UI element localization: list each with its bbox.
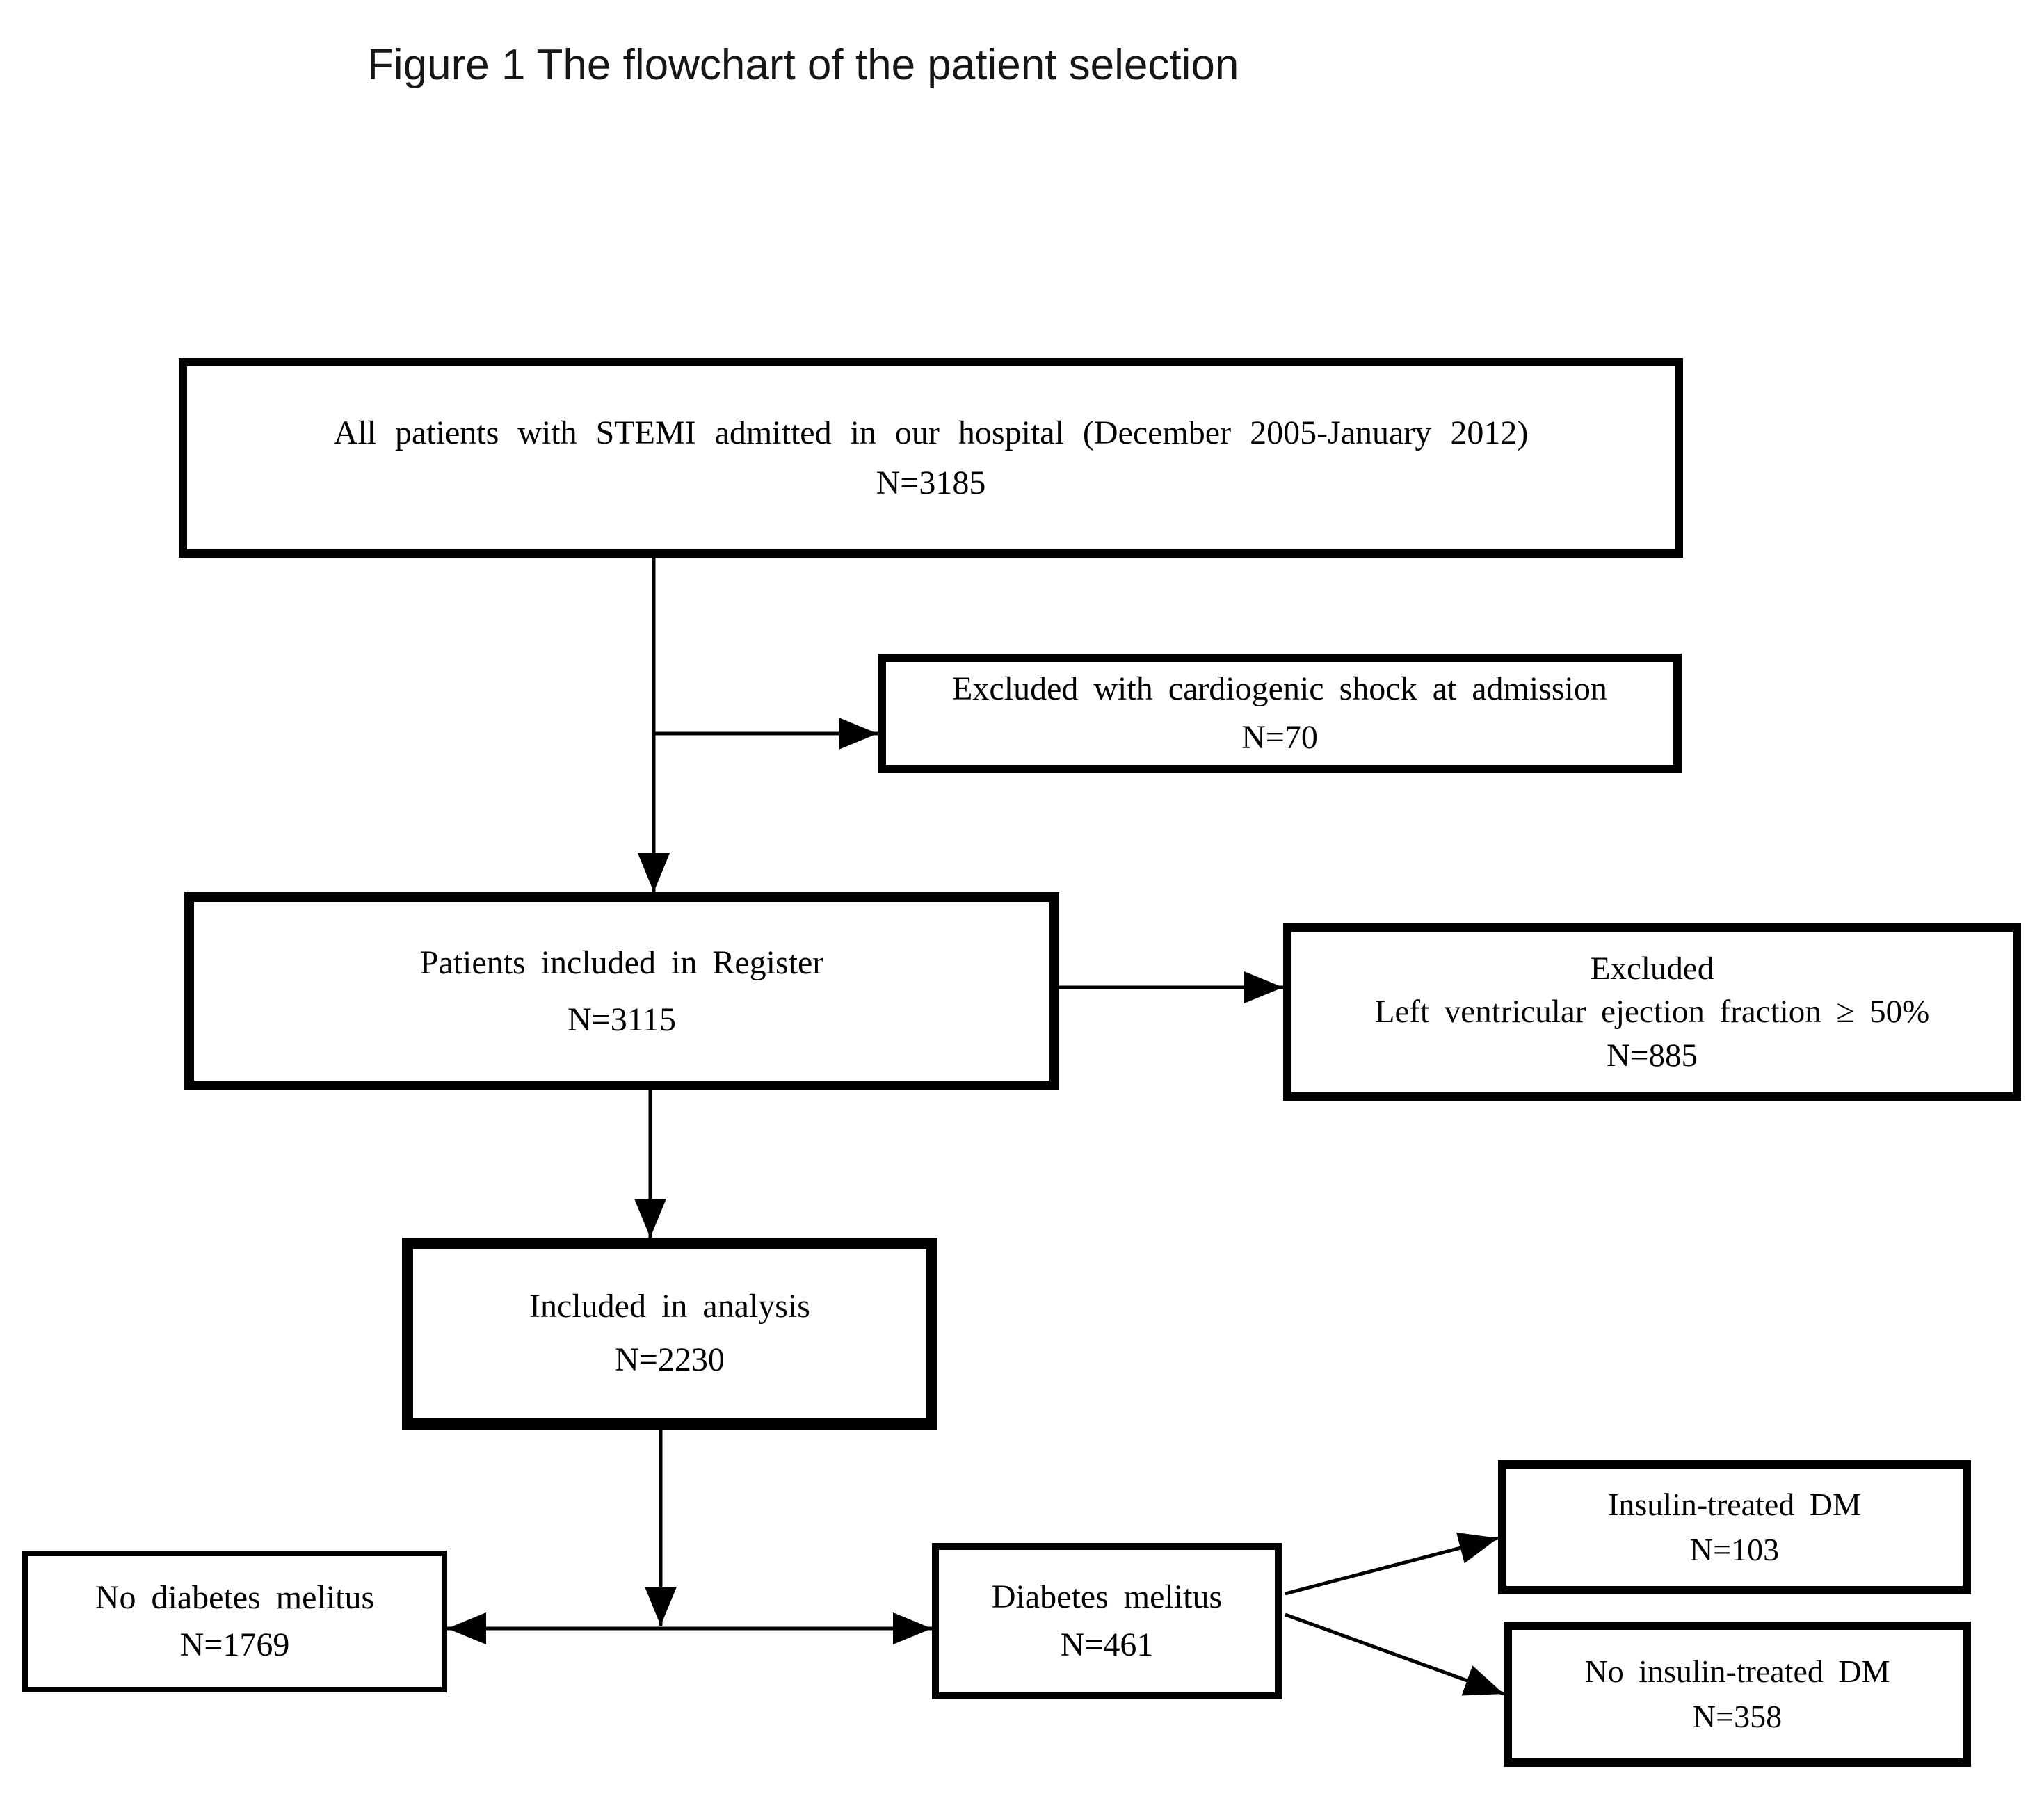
insulin-dm-label: Insulin-treated DM bbox=[1608, 1487, 1861, 1523]
dm-label: Diabetes melitus bbox=[991, 1578, 1223, 1616]
arrow-dm-to-insulin-dm bbox=[1285, 1532, 1499, 1596]
register-label: Patients included in Register bbox=[419, 944, 824, 981]
analysis-count: N=2230 bbox=[615, 1341, 725, 1378]
insulin-dm-count: N=103 bbox=[1689, 1531, 1780, 1567]
box-excluded-lvef: Excluded Left ventricular ejection fract… bbox=[1283, 923, 2021, 1101]
box-register: Patients included in Register N=3115 bbox=[184, 892, 1059, 1090]
no-dm-count: N=1769 bbox=[179, 1626, 290, 1663]
all-patients-label: All patients with STEMI admitted in our … bbox=[333, 414, 1529, 451]
box-insulin-dm: Insulin-treated DM N=103 bbox=[1498, 1460, 1971, 1594]
analysis-label: Included in analysis bbox=[529, 1288, 810, 1325]
arrow-dm-to-no-insulin-dm bbox=[1285, 1612, 1504, 1696]
dm-count: N=461 bbox=[1060, 1626, 1154, 1663]
excluded-lvef-label: Excluded bbox=[1590, 951, 1714, 987]
box-no-insulin-dm: No insulin-treated DM N=358 bbox=[1504, 1622, 1971, 1767]
box-no-dm: No diabetes melitus N=1769 bbox=[22, 1551, 447, 1692]
box-excluded-shock: Excluded with cardiogenic shock at admis… bbox=[878, 654, 1682, 773]
excluded-shock-label: Excluded with cardiogenic shock at admis… bbox=[952, 670, 1607, 708]
excluded-shock-count: N=70 bbox=[1241, 719, 1318, 756]
excluded-lvef-count: N=885 bbox=[1607, 1037, 1698, 1074]
box-all-patients: All patients with STEMI admitted in our … bbox=[179, 358, 1683, 558]
excluded-lvef-criterion: Left ventricular ejection fraction ≥ 50% bbox=[1374, 994, 1930, 1030]
all-patients-count: N=3185 bbox=[876, 464, 986, 501]
no-insulin-dm-label: No insulin-treated DM bbox=[1584, 1654, 1890, 1690]
box-dm: Diabetes melitus N=461 bbox=[932, 1543, 1282, 1699]
no-insulin-dm-count: N=358 bbox=[1692, 1698, 1783, 1734]
box-analysis: Included in analysis N=2230 bbox=[402, 1238, 937, 1430]
figure-title: Figure 1 The flowchart of the patient se… bbox=[367, 41, 1239, 89]
register-count: N=3115 bbox=[568, 1001, 676, 1038]
no-dm-label: No diabetes melitus bbox=[95, 1578, 375, 1616]
